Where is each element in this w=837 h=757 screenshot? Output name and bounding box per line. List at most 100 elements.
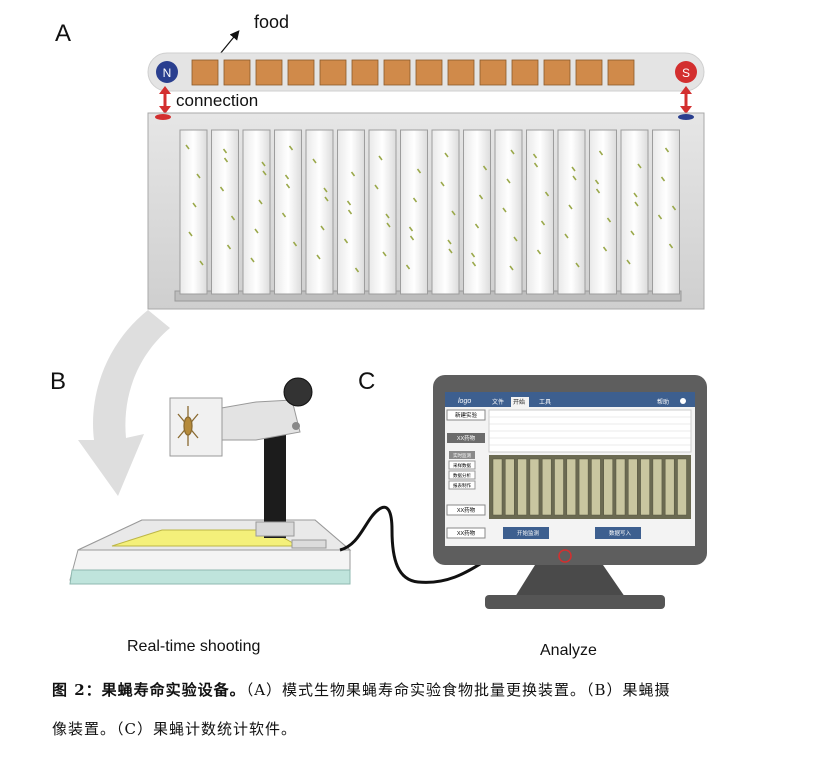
fly-mark [343, 238, 349, 244]
screen-vial [554, 458, 564, 516]
food-block [351, 59, 379, 86]
panel-a-letter: A [55, 20, 72, 47]
fly-mark [664, 147, 670, 153]
fly-mark [451, 210, 456, 216]
fly-mark [312, 158, 317, 164]
vial-tube [463, 129, 491, 295]
fly-mark [633, 192, 638, 198]
menu-start: 开始 [513, 398, 525, 406]
fly-mark [254, 228, 259, 234]
screen-vial [664, 458, 675, 516]
fly-mark [292, 241, 298, 247]
fly-mark [409, 235, 415, 241]
fly-mark [440, 181, 445, 187]
fly-mark [544, 191, 550, 197]
fly-mark [564, 233, 569, 239]
start-monitoring-button [503, 527, 549, 539]
svg-text:报表制作: 报表制作 [453, 482, 471, 489]
food-block [479, 59, 507, 86]
vial-tube [589, 129, 617, 295]
figure-caption-line2: 像装置。（C）果蝇计数统计软件。 [52, 720, 297, 738]
fly-mark [323, 187, 328, 193]
fly-mark [261, 161, 266, 167]
vial-tube [652, 129, 680, 295]
screen-vial [628, 458, 638, 516]
fly-mark [571, 166, 576, 172]
figure-title: 果蝇寿命实验设备。 [101, 681, 246, 699]
fly-mark [506, 178, 511, 184]
food-block [607, 59, 635, 86]
fly-mark [657, 214, 663, 220]
fly-mark [598, 150, 604, 156]
north-magnet [156, 61, 178, 83]
food-block [287, 59, 315, 86]
svg-text:XX药物: XX药物 [457, 529, 476, 537]
fly-mark [374, 184, 379, 190]
fly-mark [230, 215, 236, 221]
svg-text:采样数据: 采样数据 [453, 462, 471, 469]
screen-vial [517, 458, 527, 516]
vial-tube [305, 129, 334, 295]
fly-mark [199, 260, 204, 266]
screen-vial [529, 458, 540, 516]
fly-mark [188, 231, 193, 237]
fly-mark [346, 200, 352, 206]
food-block [319, 59, 347, 86]
fly-mark [626, 259, 631, 265]
fly-mark [568, 204, 573, 210]
fly-mark [288, 145, 294, 151]
panel-b-caption: Real-time shooting [127, 638, 261, 655]
vial-tube [274, 129, 302, 295]
fly-mark [382, 251, 387, 257]
svg-text:数据写入: 数据写入 [609, 529, 632, 537]
right-connection-arrow [680, 86, 692, 114]
vial-tube [400, 129, 428, 295]
food-block [447, 59, 475, 86]
screen-vial [603, 458, 613, 516]
data-table [488, 409, 692, 453]
food-block [223, 59, 251, 86]
south-magnet-label: S [682, 66, 690, 80]
north-magnet-label: N [163, 66, 172, 80]
vial-tube [368, 129, 397, 295]
screen-vial [615, 458, 626, 516]
svg-text:XX药物: XX药物 [457, 434, 476, 442]
fly-mark [281, 212, 287, 218]
vial-tubes [179, 129, 680, 295]
food-block [383, 59, 411, 86]
food-block [511, 59, 539, 86]
fly-mark [470, 252, 476, 258]
fly-mark [405, 264, 411, 270]
screen-vial [652, 458, 663, 516]
menu-help: 帮助 [657, 398, 669, 406]
fly-mark [386, 222, 391, 228]
side-panel: 新建实验 XX药物 实时监测 采样数据 数据分析 报表制作 XX药物 XX药物 [446, 409, 486, 539]
fly-mark [262, 170, 267, 176]
camera-device [69, 377, 352, 585]
write-data-button [595, 527, 641, 539]
south-magnet [675, 61, 697, 83]
fly-mark [668, 243, 674, 249]
svg-text:实时监测: 实时监测 [453, 452, 471, 459]
figure-caption-rest: （A）模式生物果蝇寿命实验食物批量更换装置。（B）果蝇摄 [245, 681, 671, 699]
vial-tube [620, 129, 649, 295]
fly-mark [354, 267, 360, 273]
panel-c-letter: C [358, 368, 376, 395]
fly-mark [408, 226, 414, 232]
screen-vial [578, 458, 589, 516]
fly-mark [606, 217, 612, 223]
figure-caption-line1: 图 2：果蝇寿命实验设备。（A）模式生物果蝇寿命实验食物批量更换装置。（B）果蝇… [52, 679, 671, 700]
screen-vial [492, 458, 503, 516]
fly-mark [447, 239, 452, 245]
fly-mark [226, 244, 232, 250]
fly-mark [258, 199, 263, 205]
screen-vial [677, 458, 687, 516]
screen-vial [640, 458, 650, 516]
fly-mark [324, 196, 329, 202]
panel-c-caption: Analyze [540, 642, 597, 659]
fly-mark [536, 249, 542, 255]
svg-text:数据分析: 数据分析 [453, 472, 471, 479]
left-connection-arrow [159, 86, 171, 114]
fly-mark [250, 257, 255, 263]
fly-mark [222, 148, 228, 154]
